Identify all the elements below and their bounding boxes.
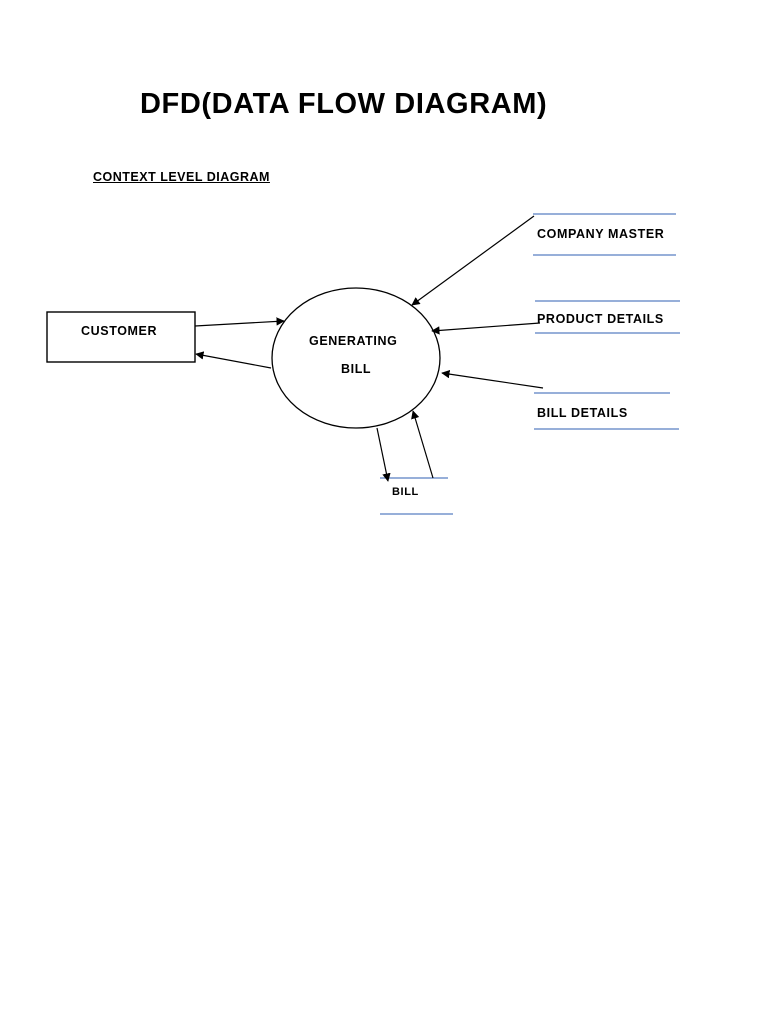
flow-customer-to-process [194, 317, 285, 327]
customer-label: CUSTOMER [81, 324, 158, 338]
product-details-label: PRODUCT DETAILS [537, 312, 664, 326]
flow-product-details-to-process [431, 322, 541, 335]
bill-label: BILL [392, 486, 419, 498]
bill-details-store [534, 392, 679, 430]
company-master-label: COMPANY MASTER [537, 227, 665, 241]
bill-store [380, 477, 453, 515]
page-title: DFD(DATA FLOW DIAGRAM) [140, 88, 548, 120]
flow-process-to-customer [195, 351, 272, 369]
process-label-line1: GENERATING [309, 334, 398, 348]
generating-bill-process [271, 287, 441, 429]
flow-company-master-to-process [411, 215, 535, 306]
flow-bill-to-process [411, 410, 434, 479]
bill-details-label: BILL DETAILS [537, 406, 628, 420]
customer-entity-box [46, 311, 196, 363]
company-master-store [533, 213, 676, 256]
flow-bill-details-to-process [441, 369, 544, 389]
diagram-subtitle: CONTEXT LEVEL DIAGRAM [93, 170, 270, 184]
product-details-store [535, 300, 680, 334]
flow-process-to-bill [376, 427, 391, 482]
process-label-line2: BILL [341, 362, 372, 376]
